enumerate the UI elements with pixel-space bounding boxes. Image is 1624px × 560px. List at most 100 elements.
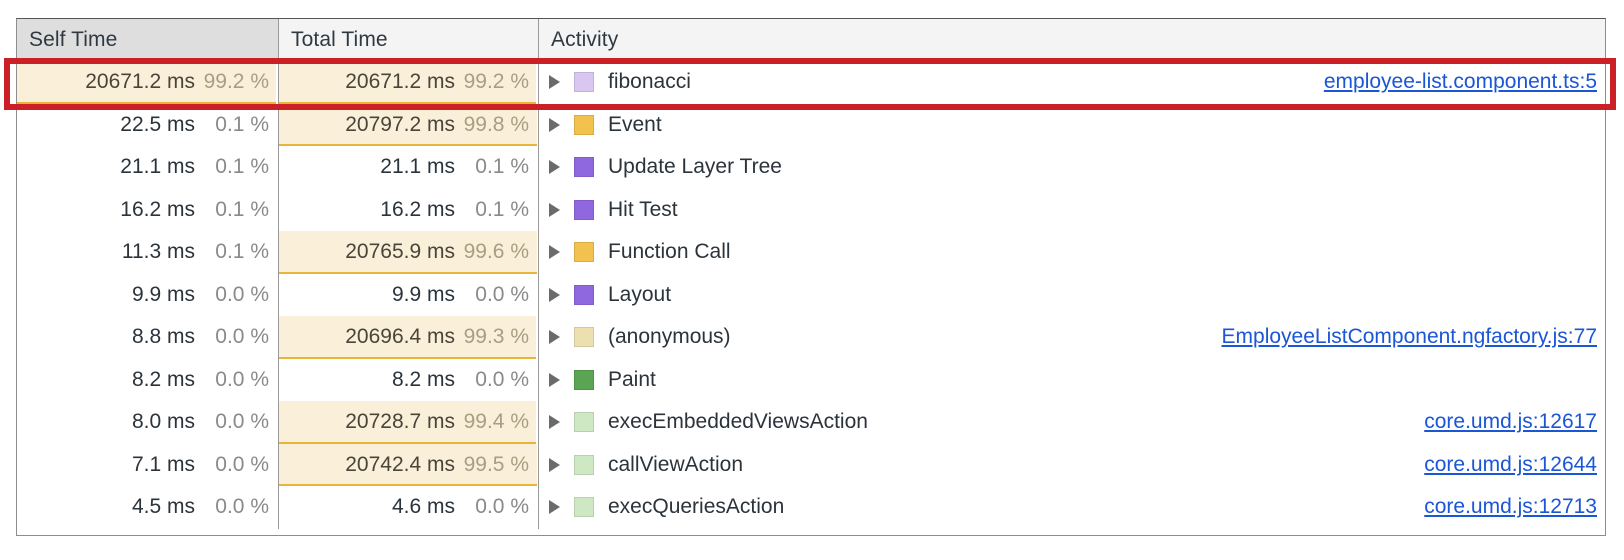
total-time-ms: 4.6 ms bbox=[391, 495, 455, 519]
self-time-percent: 0.0 % bbox=[215, 452, 269, 476]
activity-name: Paint bbox=[608, 367, 656, 391]
category-color-swatch-icon bbox=[574, 412, 594, 433]
self-time-percent: 0.0 % bbox=[215, 282, 269, 306]
expand-triangle-icon[interactable] bbox=[549, 415, 560, 430]
expand-triangle-icon[interactable] bbox=[549, 245, 560, 260]
cell-activity: Function Call bbox=[539, 231, 1605, 274]
self-time-ms: 9.9 ms bbox=[131, 282, 195, 306]
activity-name: Hit Test bbox=[608, 197, 678, 221]
activity-name: Event bbox=[608, 112, 662, 136]
source-location-link[interactable]: core.umd.js:12617 bbox=[1424, 410, 1597, 434]
expand-triangle-icon[interactable] bbox=[549, 202, 560, 217]
source-location-link[interactable]: core.umd.js:12713 bbox=[1424, 495, 1597, 519]
self-time-values: 9.9 ms 0.0 % bbox=[132, 283, 278, 307]
total-time-percent: 99.6 % bbox=[463, 240, 529, 264]
category-color-swatch-icon bbox=[574, 157, 594, 178]
cell-activity: (anonymous) EmployeeListComponent.ngfacto… bbox=[539, 316, 1605, 359]
expand-triangle-icon[interactable] bbox=[549, 330, 560, 345]
category-color-swatch-icon bbox=[574, 72, 594, 93]
cell-activity: callViewAction core.umd.js:12644 bbox=[539, 444, 1605, 487]
expand-triangle-icon[interactable] bbox=[549, 287, 560, 302]
self-time-ms: 8.8 ms bbox=[131, 325, 195, 349]
table-header-row: Self Time Total Time Activity bbox=[17, 19, 1605, 61]
self-time-ms: 8.2 ms bbox=[131, 367, 195, 391]
expand-triangle-icon[interactable] bbox=[549, 117, 560, 132]
total-time-ms: 9.9 ms bbox=[391, 282, 455, 306]
self-time-values: 8.8 ms 0.0 % bbox=[132, 325, 278, 349]
cell-activity: Update Layer Tree bbox=[539, 146, 1605, 189]
cell-self-time: 9.9 ms 0.0 % bbox=[17, 273, 279, 316]
activity-name: Update Layer Tree bbox=[608, 155, 782, 179]
expand-triangle-icon[interactable] bbox=[549, 372, 560, 387]
self-time-ms: 7.1 ms bbox=[131, 452, 195, 476]
column-header-total-time-label: Total Time bbox=[291, 27, 388, 51]
total-time-ms: 8.2 ms bbox=[391, 367, 455, 391]
total-time-ms: 20696.4 ms bbox=[345, 325, 455, 349]
column-header-total-time[interactable]: Total Time bbox=[279, 19, 539, 60]
category-color-swatch-icon bbox=[574, 114, 594, 135]
cell-activity: Hit Test bbox=[539, 189, 1605, 232]
expand-triangle-icon[interactable] bbox=[549, 457, 560, 472]
expand-triangle-icon[interactable] bbox=[549, 75, 560, 90]
performance-table: Self Time Total Time Activity 20671.2 ms… bbox=[16, 18, 1606, 536]
column-header-self-time-label: Self Time bbox=[29, 27, 118, 51]
self-time-ms: 20671.2 ms bbox=[85, 70, 195, 94]
activity-name: (anonymous) bbox=[608, 325, 731, 349]
activity-name: Function Call bbox=[608, 240, 731, 264]
expand-triangle-icon[interactable] bbox=[549, 500, 560, 515]
source-location-link[interactable]: EmployeeListComponent.ngfactory.js:77 bbox=[1221, 325, 1597, 349]
expand-triangle-icon[interactable] bbox=[549, 160, 560, 175]
activity-name: callViewAction bbox=[608, 452, 744, 476]
cell-activity: Event bbox=[539, 104, 1605, 147]
source-location-link[interactable]: core.umd.js:12644 bbox=[1424, 452, 1597, 476]
total-time-percent: 99.2 % bbox=[463, 70, 529, 94]
total-time-ms: 16.2 ms bbox=[380, 197, 455, 221]
column-header-self-time[interactable]: Self Time bbox=[17, 19, 279, 60]
category-color-swatch-icon bbox=[574, 497, 594, 518]
source-location-link[interactable]: employee-list.component.ts:5 bbox=[1323, 70, 1597, 94]
category-color-swatch-icon bbox=[574, 454, 594, 475]
total-time-ms: 20797.2 ms bbox=[345, 112, 455, 136]
cell-activity: execQueriesAction core.umd.js:12713 bbox=[539, 486, 1605, 529]
column-header-activity-label: Activity bbox=[551, 27, 619, 51]
self-time-percent: 0.0 % bbox=[215, 325, 269, 349]
activity-name: execQueriesAction bbox=[608, 495, 785, 519]
category-color-swatch-icon bbox=[574, 242, 594, 263]
column-header-activity[interactable]: Activity bbox=[539, 19, 1605, 60]
category-color-swatch-icon bbox=[574, 199, 594, 220]
cell-activity: Paint bbox=[539, 359, 1605, 402]
